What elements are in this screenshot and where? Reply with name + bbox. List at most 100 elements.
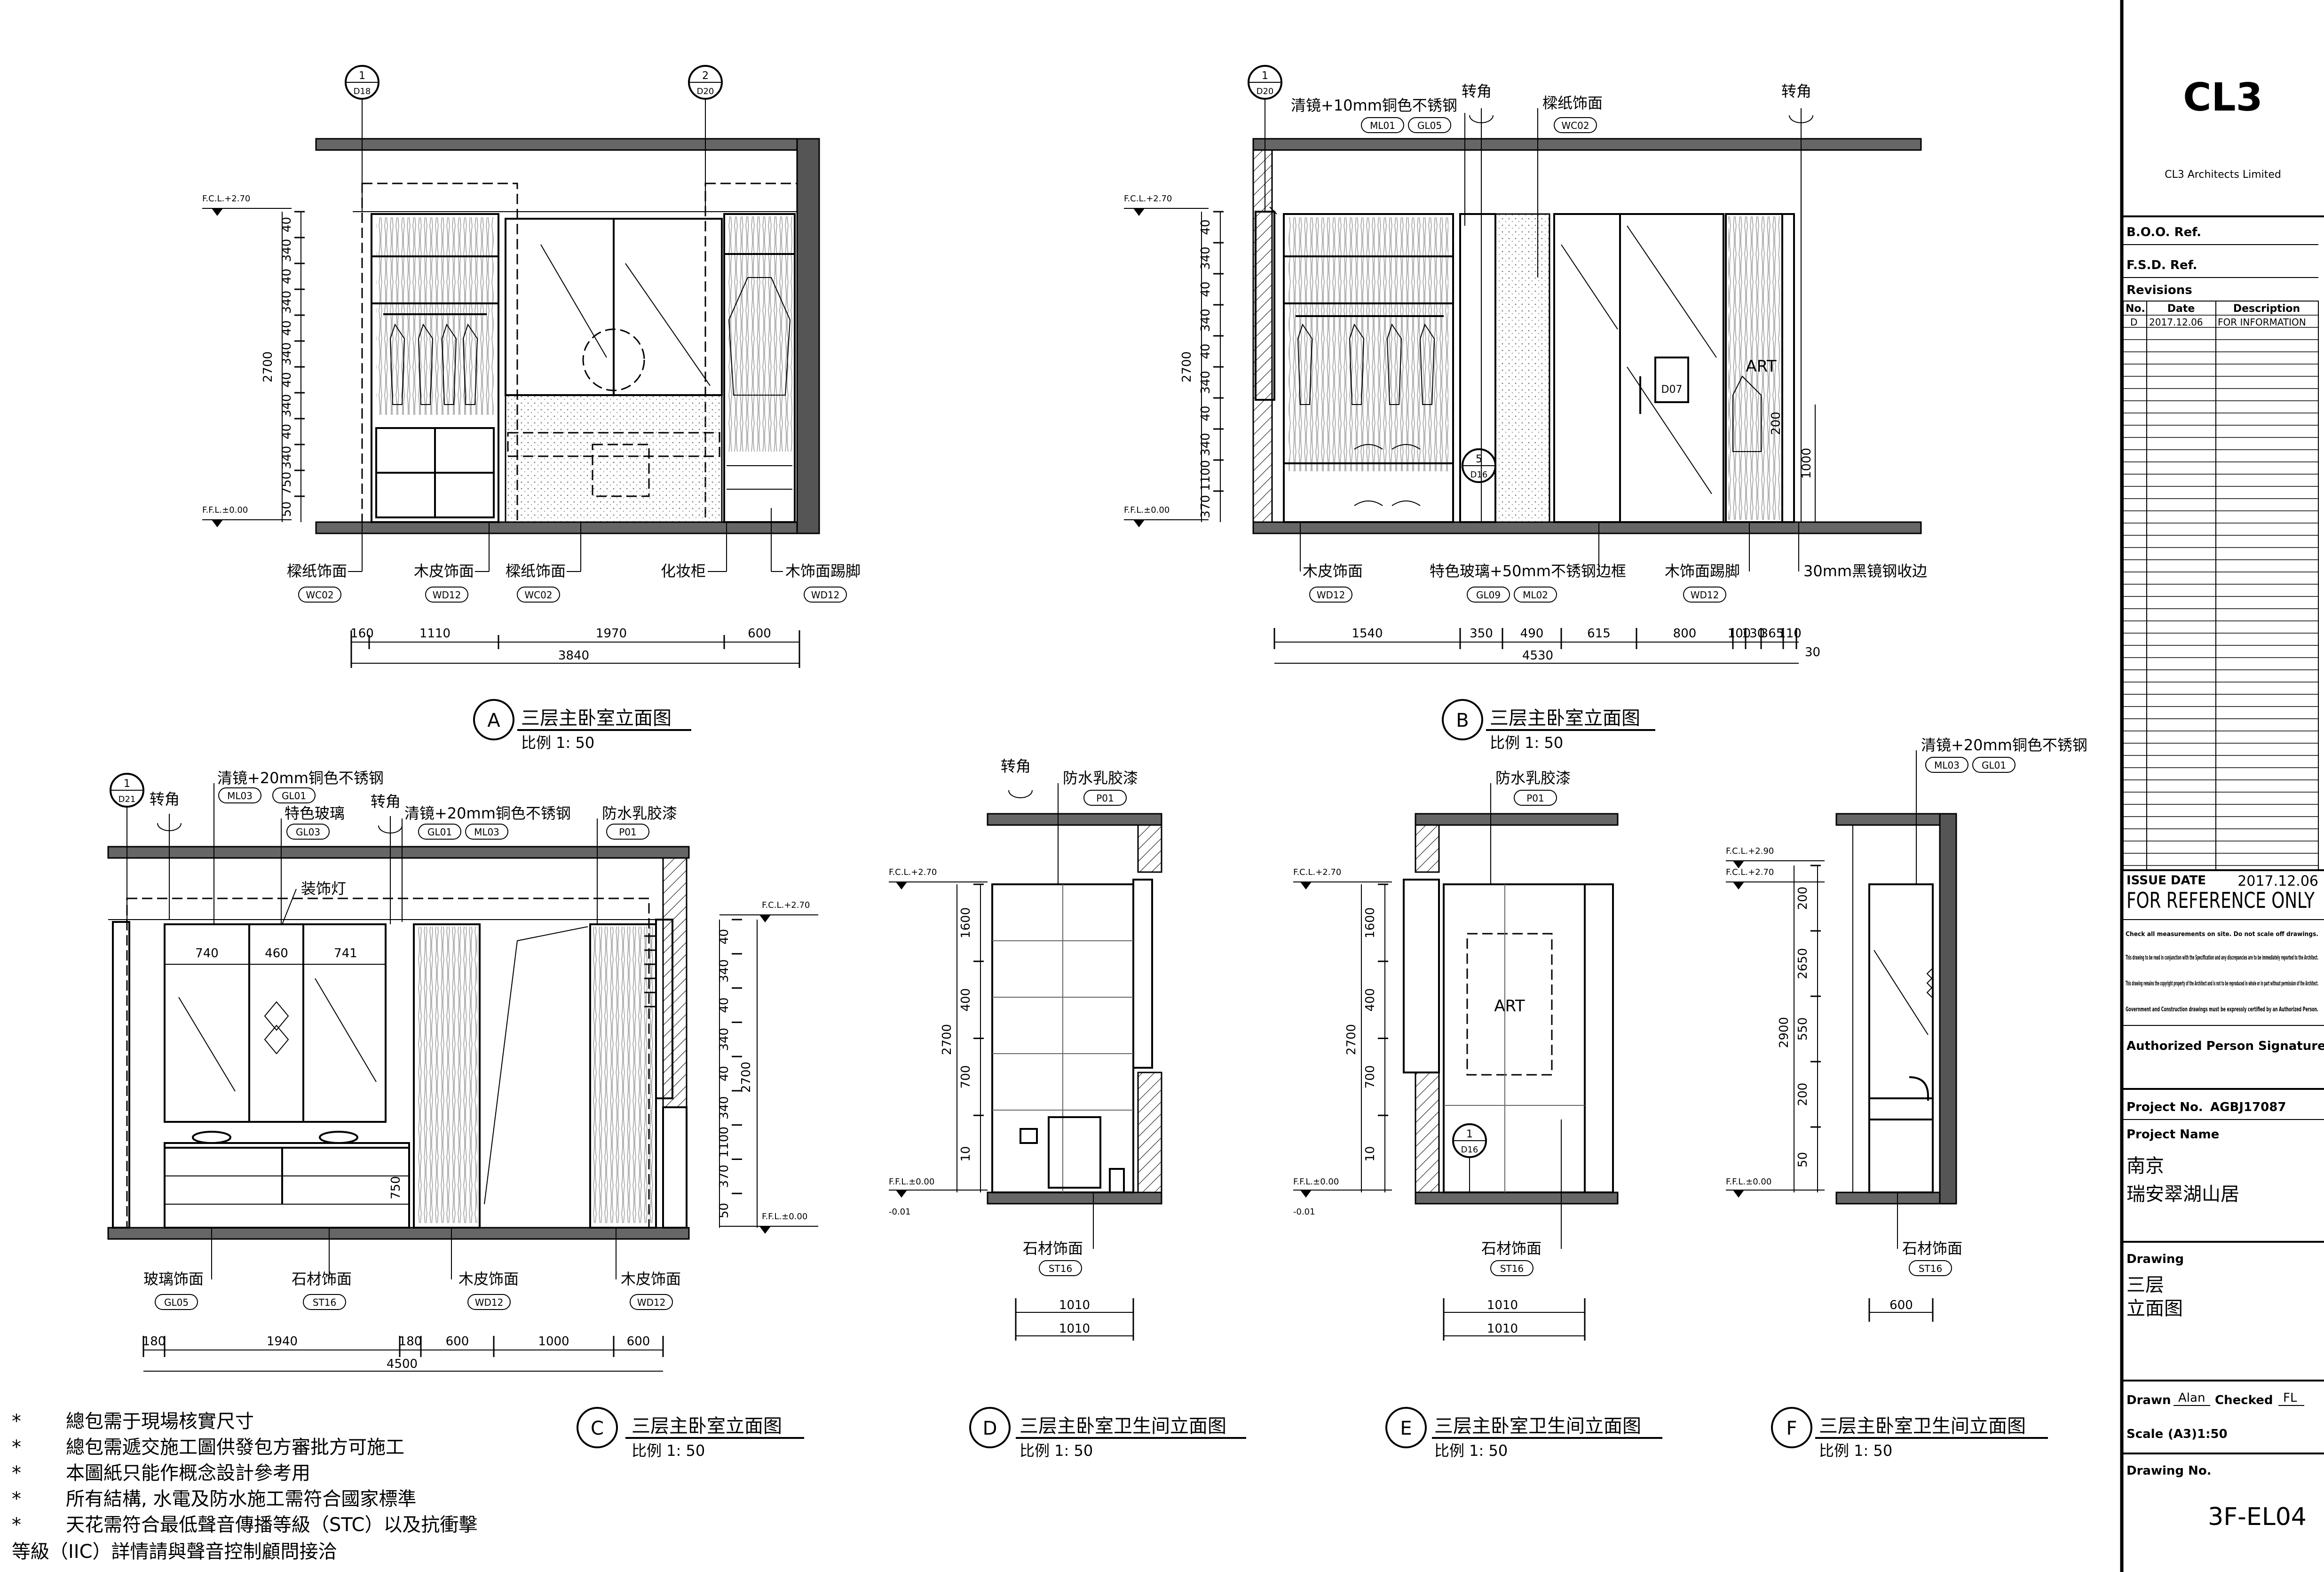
elevation-b-scale: 比例 1: 50 (1490, 734, 1563, 752)
rev-row-desc: FOR INFORMATION (2218, 317, 2306, 328)
rev-row-date: 2017.12.06 (2149, 317, 2203, 328)
dim-b-v-5: 340 (1199, 371, 1213, 394)
dim-a-v-2: 40 (280, 269, 294, 284)
drawing-no: 3F-EL04 (2208, 1503, 2307, 1531)
tag-b-1: ML01 (1370, 120, 1395, 131)
art-frame (1466, 933, 1553, 1076)
title-block: CL3 CL3 Architects Limited B.O.O. Ref. F… (2120, 0, 2324, 1572)
dim-e-v-0: 1600 (1363, 907, 1377, 938)
label-skirting: 木饰面踢脚 (785, 562, 861, 580)
dim-a-v-11: 50 (280, 501, 294, 517)
tag-a-2: WD12 (433, 589, 461, 601)
tag-b-7: WD12 (1691, 589, 1719, 601)
dim-a-v-7: 340 (280, 394, 294, 418)
dim-c-v-4: 40 (717, 1066, 731, 1081)
label-vanity: 化妆柜 (661, 562, 706, 580)
fcl-level-c: F.C.L.+2.70 (762, 900, 810, 910)
marker-b1-ref: D20 (1257, 87, 1274, 96)
tag-e-2: ST16 (1500, 1263, 1524, 1274)
dim-f-total-h: 2900 (1777, 1017, 1791, 1048)
ffl-low-e: -0.01 (1293, 1207, 1315, 1217)
toilet (1048, 1116, 1101, 1189)
dim-total-h: 2700 (261, 351, 275, 382)
dim-b-v-2: 40 (1199, 281, 1213, 297)
fcl-level-e: F.C.L.+2.70 (1293, 867, 1341, 877)
label-c-stone: 石材饰面 (292, 1270, 352, 1288)
turn-b2: 转角 (1781, 82, 1811, 100)
elevation-e-title: 三层主卧室卫生间立面图 (1434, 1415, 1641, 1437)
dim-d-w2: 1010 (1059, 1322, 1090, 1336)
dim-b-w-2: 490 (1520, 627, 1544, 641)
note-4: 所有結構, 水電及防水施工需符合國家標準 (66, 1488, 416, 1510)
dim-b-v-1: 340 (1199, 246, 1213, 270)
marker-e1-num: 1 (1466, 1128, 1473, 1140)
dim-a-w3: 1970 (596, 627, 627, 641)
floor-slab (1252, 521, 1922, 534)
floor-slab (1835, 1191, 1957, 1205)
marker-e1-ref: D16 (1461, 1145, 1478, 1155)
ceiling-slab (987, 813, 1162, 826)
dim-b-v-7: 340 (1199, 433, 1213, 456)
ceiling-slab (1835, 813, 1957, 826)
dim-b-w-3: 615 (1587, 627, 1611, 641)
ceiling-slab (107, 846, 690, 859)
label-c-mirror-2: 清镜+20mm铜色不锈钢 (404, 804, 571, 822)
label-c-veneer-1: 木皮饰面 (458, 1270, 519, 1288)
scale-value: (A3)1:50 (2168, 1427, 2228, 1441)
dim-b-total-w: 4530 (1522, 649, 1553, 663)
issue-date: 2017.12.06 (2237, 873, 2318, 889)
dim-b-side-2: 1000 (1800, 448, 1814, 479)
fine-print-2: This drawing to be read in conjunction w… (2126, 954, 2318, 961)
dim-d-w1: 1010 (1059, 1298, 1090, 1312)
dim-d-v-2: 700 (959, 1065, 973, 1089)
turn-c1: 转角 (150, 790, 180, 808)
rev-header-no: No. (2126, 303, 2145, 315)
tag-f-1: ML03 (1934, 760, 1960, 771)
elevation-f-scale: 比例 1: 50 (1819, 1442, 1892, 1460)
inner-dim-1: 740 (195, 946, 219, 961)
issue-date-label: ISSUE DATE (2126, 873, 2206, 888)
project-name-label: Project Name (2126, 1127, 2219, 1142)
dim-a-v-4: 40 (280, 320, 294, 336)
wardrobe (1283, 213, 1454, 523)
dim-b-w-0: 1540 (1352, 627, 1383, 641)
dim-f-v-0: 200 (1796, 887, 1810, 910)
label-b-glass: 特色玻璃+50mm不锈钢边框 (1430, 562, 1626, 580)
project-no: AGBJ17087 (2210, 1100, 2286, 1114)
rev-header-desc: Description (2233, 303, 2300, 315)
ceiling-slab (315, 138, 820, 151)
dim-b-w-5: 100 (1728, 627, 1751, 641)
checked-label: Checked (2215, 1393, 2273, 1407)
fine-print-3: This drawing remains the copyright prope… (2126, 980, 2318, 987)
wardrobe-right (723, 213, 796, 523)
dim-a-v-9: 340 (280, 446, 294, 469)
dim-f-v-3: 200 (1796, 1083, 1810, 1106)
label-c-glass: 玻璃饰面 (143, 1270, 204, 1288)
dim-c-vanity: 750 (389, 1176, 403, 1199)
door-tag (1654, 357, 1689, 403)
elevation-a-title: 三层主卧室立面图 (521, 707, 672, 729)
tag-c-9: WD12 (475, 1297, 504, 1308)
side-wall (796, 138, 820, 534)
revisions-table: No. Date Description D 2017.12.06 FOR IN… (2123, 301, 2319, 871)
note-1: 總包需于現場核實尺寸 (66, 1411, 254, 1432)
dim-c-w-4: 1000 (538, 1334, 569, 1349)
dim-e-w2: 1010 (1487, 1322, 1518, 1336)
tag-e-1: P01 (1526, 793, 1544, 804)
dim-b-w-7: 365 (1761, 627, 1784, 641)
dim-e-total-h: 2700 (1344, 1024, 1359, 1055)
turn-d: 转角 (1001, 757, 1031, 775)
rev-row-no: D (2130, 317, 2137, 328)
dim-a-v-0: 40 (280, 217, 294, 232)
elevation-a: 1 D18 2 D20 F.C.L.+2.70 F.F.L.±0.00 2700… (202, 65, 861, 752)
tag-b-4: WD12 (1317, 589, 1345, 601)
elevation-d-title: 三层主卧室卫生间立面图 (1020, 1415, 1226, 1437)
marker-b1-num: 1 (1262, 70, 1268, 82)
side-wall (662, 857, 688, 1108)
fine-print-1: Check all measurements on site. Do not s… (2126, 931, 2318, 938)
dim-a-w2: 1110 (419, 627, 451, 641)
dim-a-v-5: 340 (280, 342, 294, 366)
dim-f-v-1: 2650 (1796, 948, 1810, 979)
elevation-b-title: 三层主卧室立面图 (1490, 707, 1640, 729)
ceiling-slab (1252, 138, 1922, 151)
